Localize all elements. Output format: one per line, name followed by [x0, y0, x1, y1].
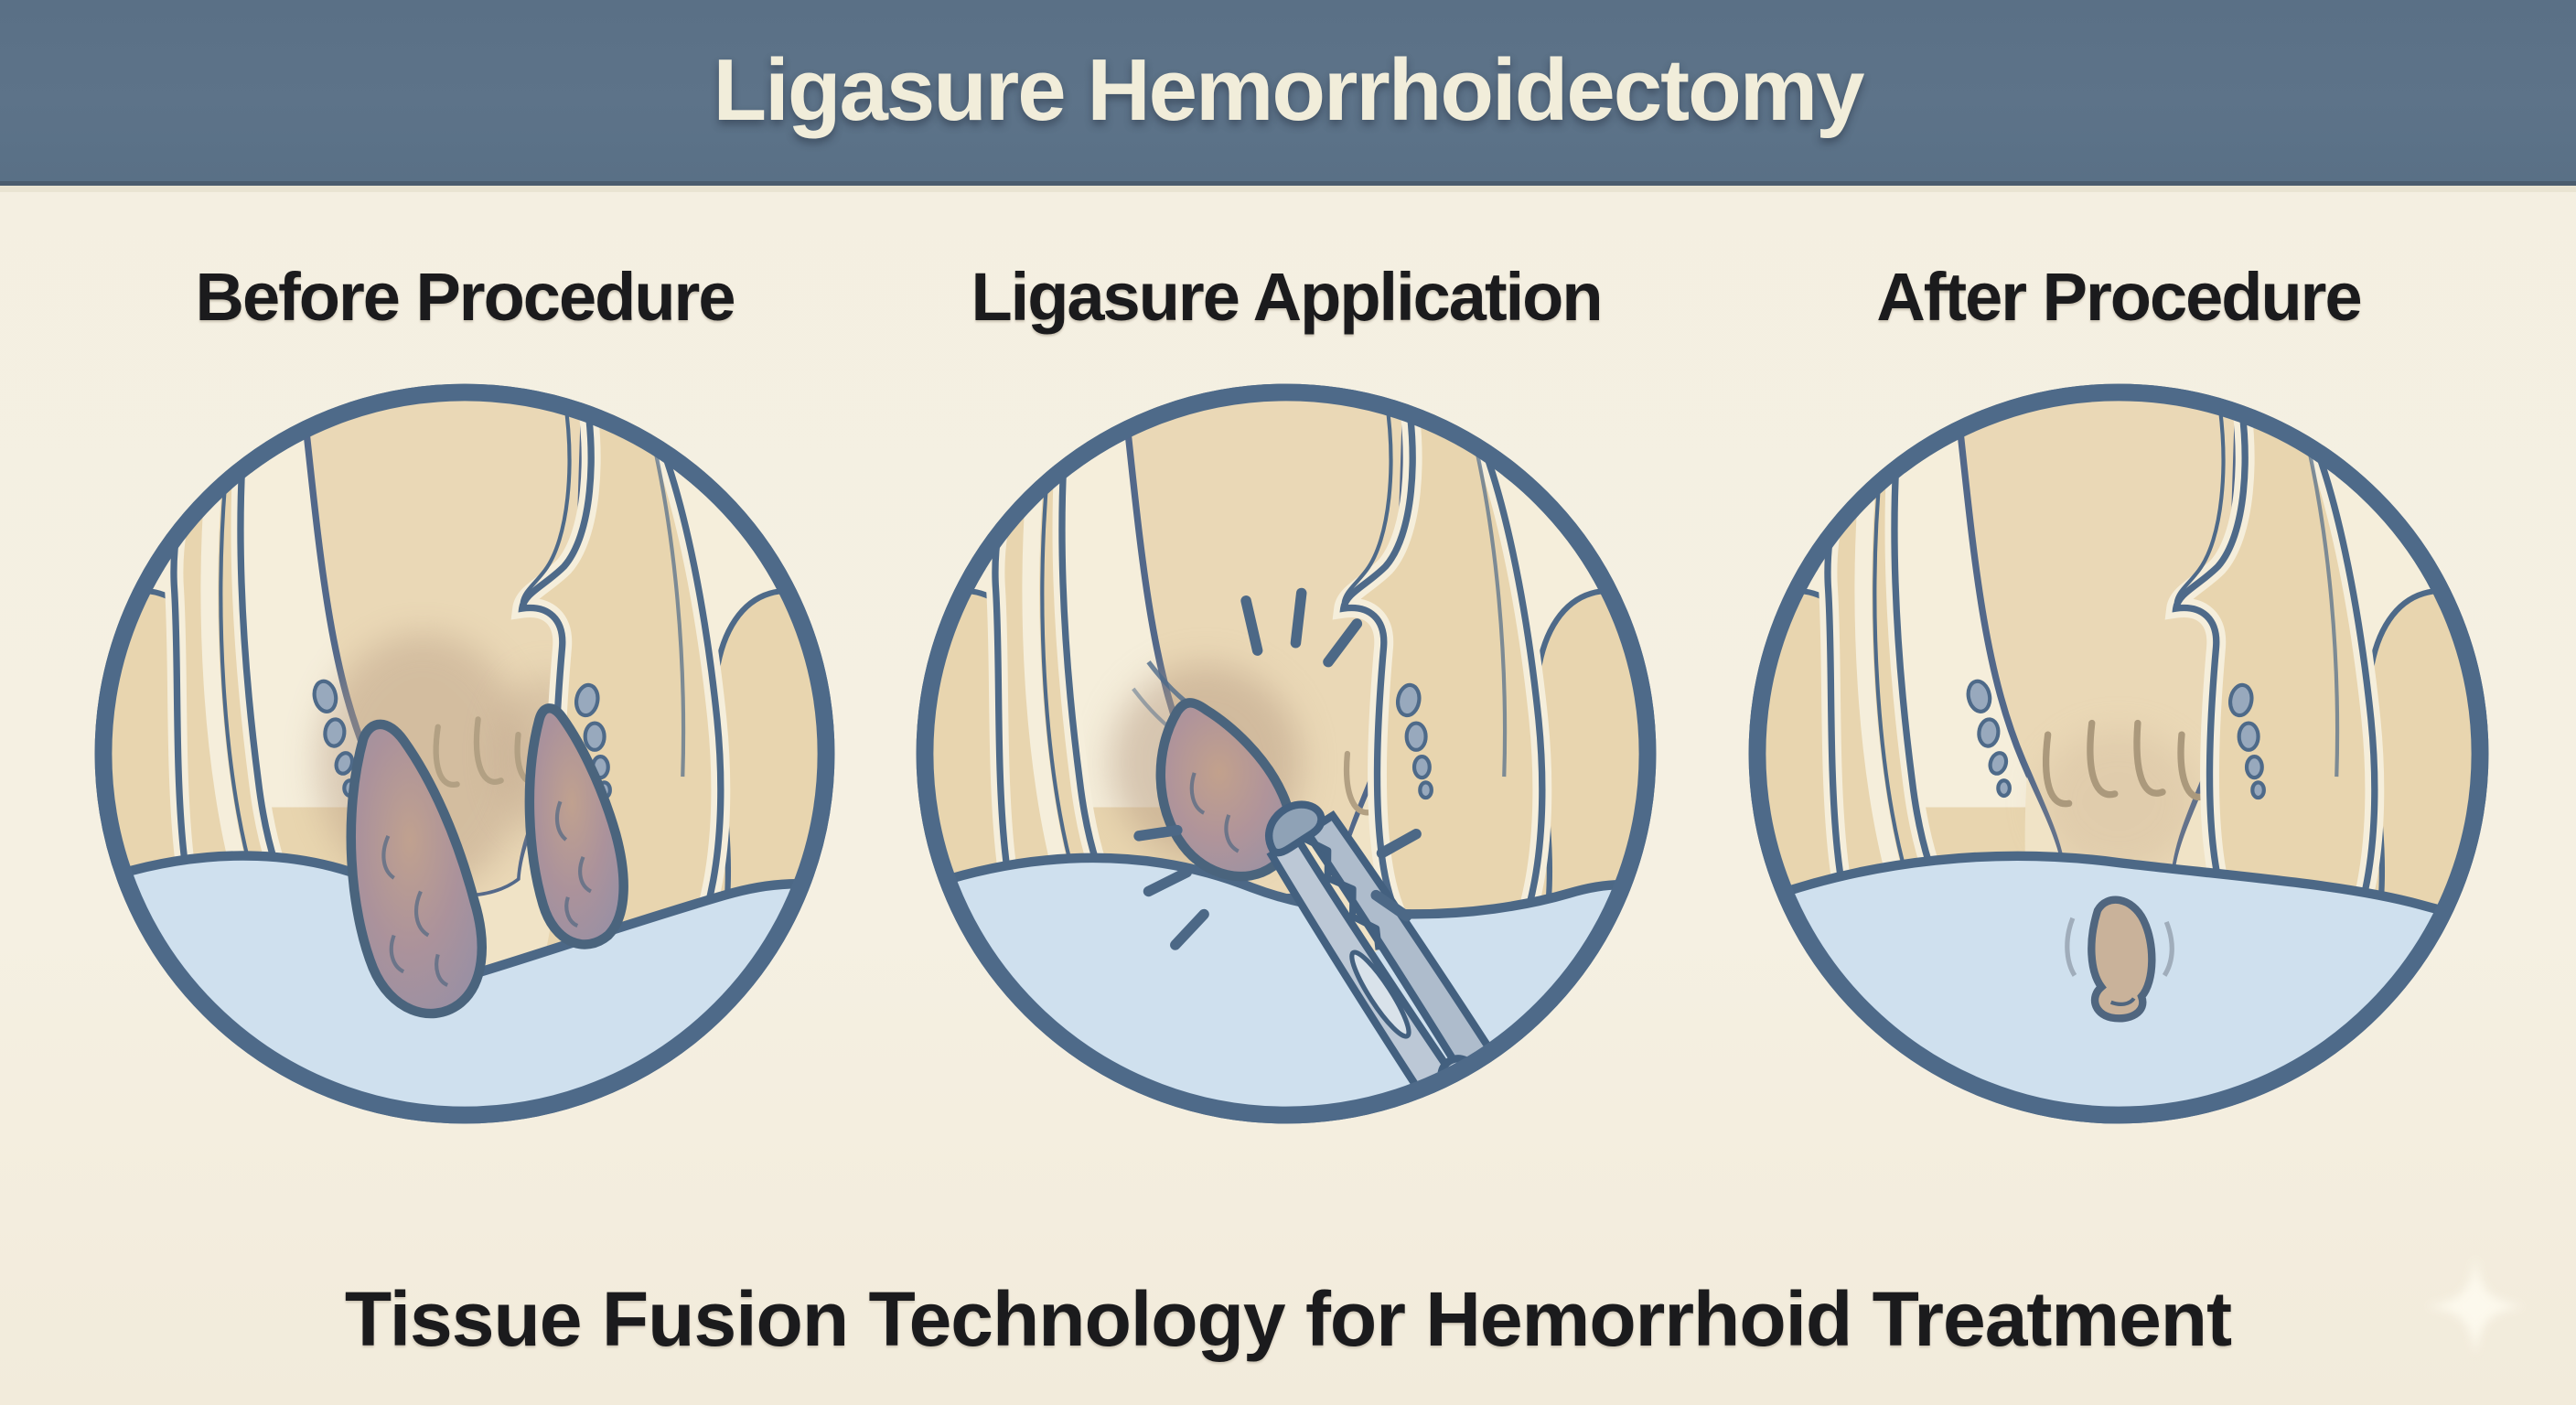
ligasure-application-illustration	[904, 371, 1669, 1136]
page-title: Ligasure Hemorrhoidectomy	[713, 41, 1865, 139]
anal-canal-with-hemorrhoids-diagram	[94, 383, 835, 1124]
device-jaw-tip	[1265, 800, 1326, 857]
hemorrhoidal-veins-right	[2227, 682, 2266, 800]
footer-caption: Tissue Fusion Technology for Hemorrhoid …	[344, 1276, 2232, 1362]
ligasure-device-sealing-diagram	[916, 383, 1657, 1124]
after-procedure-illustration	[1736, 371, 2501, 1136]
sealed-tissue-stub	[2065, 896, 2174, 1023]
anal-columns-squiggles	[2043, 719, 2208, 808]
hemorrhoid-left	[346, 719, 487, 1019]
header-banner: Ligasure Hemorrhoidectomy	[0, 0, 2576, 186]
sparkle-icon	[2424, 1255, 2527, 1357]
panel-label-application: Ligasure Application	[971, 259, 1603, 335]
energy-spark-lines	[1133, 587, 1422, 950]
panel-label-before: Before Procedure	[195, 259, 736, 335]
before-procedure-illustration	[82, 371, 847, 1136]
hemorrhoidal-veins-right	[1395, 682, 1433, 800]
panel-label-after: After Procedure	[1876, 259, 2362, 335]
hemorrhoidal-veins-left	[1966, 679, 2012, 799]
healed-anal-canal-diagram	[1748, 383, 2489, 1124]
device-handle	[1437, 1087, 1634, 1110]
device-jaw-serration	[1303, 835, 1382, 950]
hemorrhoid-right	[524, 703, 628, 949]
